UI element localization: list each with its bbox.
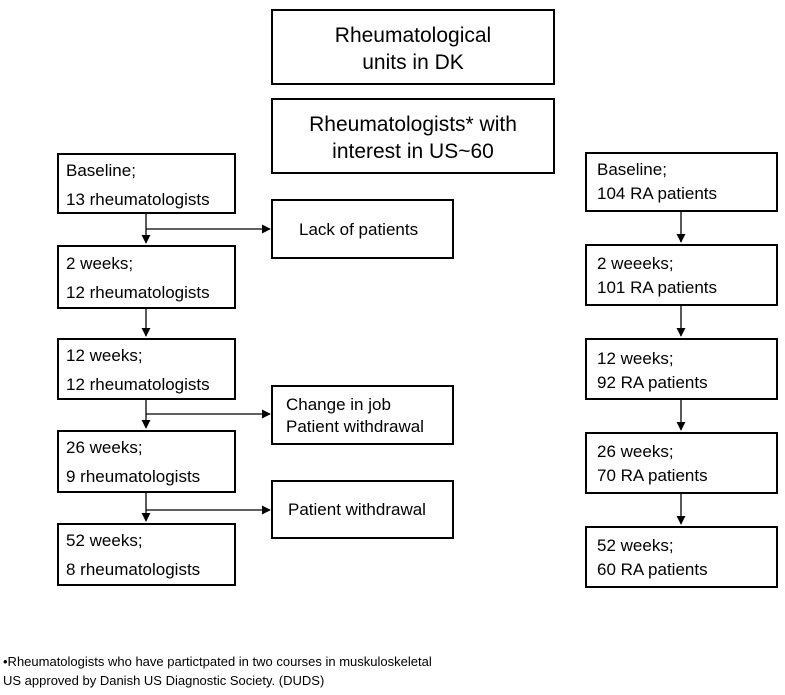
rheum-box-count: 8 rheumatologists [66, 560, 201, 579]
patients-box-count: 104 RA patients [597, 184, 718, 203]
patients-box-52-weeks: 52 weeks; 60 RA patients [585, 526, 778, 588]
rheum-box-52-weeks: 52 weeks; 8 rheumatologists [57, 523, 236, 586]
rheum-box-2-weeks: 2 weeks; 12 rheumatologists [57, 245, 236, 309]
patients-box-label: 52 weeks; [597, 536, 674, 555]
rheum-box-baseline: Baseline; 13 rheumatologists [57, 153, 236, 214]
patients-box-count: 101 RA patients [597, 278, 718, 297]
interest-line-2: interest in US~60 [332, 140, 494, 163]
patients-box-count: 92 RA patients [597, 373, 708, 392]
patients-box-label: 2 weeeks; [597, 254, 674, 273]
exclusion-reason: Patient withdrawal [286, 417, 424, 436]
patients-box-label: 12 weeks; [597, 349, 674, 368]
patients-box-26-weeks: 26 weeks; 70 RA patients [585, 432, 778, 494]
interest-line-1: Rheumatologists* with [309, 113, 517, 136]
exclusion-box-patient-withdrawal: Patient withdrawal [271, 480, 454, 539]
rheum-box-count: 12 rheumatologists [66, 375, 210, 394]
exclusion-reason: Lack of patients [299, 220, 419, 239]
exclusion-box-change-in-job: Change in job Patient withdrawal [271, 385, 454, 445]
units-line-2: units in DK [362, 51, 464, 74]
patients-box-label: Baseline; [597, 160, 667, 179]
rheum-box-26-weeks: 26 weeks; 9 rheumatologists [57, 430, 236, 493]
rheum-box-count: 9 rheumatologists [66, 467, 201, 486]
rheum-box-count: 12 rheumatologists [66, 283, 210, 302]
rheum-box-12-weeks: 12 weeks; 12 rheumatologists [57, 338, 236, 400]
rheum-box-label: 12 weeks; [66, 346, 143, 365]
patients-box-count: 60 RA patients [597, 560, 708, 579]
footnote-line-2: US approved by Danish US Diagnostic Soci… [3, 673, 325, 688]
rheum-box-label: Baseline; [66, 161, 136, 180]
rheum-box-label: 26 weeks; [66, 438, 143, 457]
exclusion-reason: Patient withdrawal [288, 500, 426, 519]
units-line-1: Rheumatological [334, 24, 492, 47]
units-box: Rheumatological units in DK [271, 9, 555, 85]
exclusion-box-lack-of-patients: Lack of patients [271, 199, 454, 259]
patients-box-2-weeks: 2 weeeks; 101 RA patients [585, 244, 778, 306]
rheum-box-label: 2 weeks; [66, 254, 134, 273]
exclusion-reason: Change in job [286, 395, 391, 414]
patients-box-baseline: Baseline; 104 RA patients [585, 152, 778, 212]
footnote-line-1: •Rheumatologists who have partictpated i… [3, 654, 432, 669]
rheum-box-label: 52 weeks; [66, 531, 143, 550]
rheum-box-count: 13 rheumatologists [66, 190, 210, 209]
patients-box-count: 70 RA patients [597, 466, 708, 485]
interest-box: Rheumatologists* with interest in US~60 [271, 98, 555, 174]
patients-box-label: 26 weeks; [597, 442, 674, 461]
patients-box-12-weeks: 12 weeks; 92 RA patients [585, 338, 778, 400]
footnote: •Rheumatologists who have partictpated i… [3, 652, 432, 690]
